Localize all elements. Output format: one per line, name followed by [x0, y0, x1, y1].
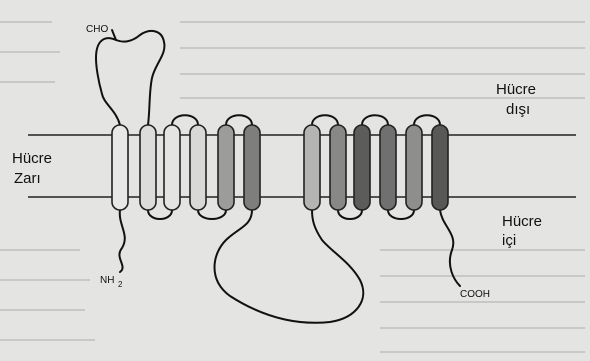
helix-7	[304, 125, 320, 210]
helix-8	[330, 125, 346, 210]
loop-9-10	[362, 115, 388, 125]
helix-1	[112, 125, 128, 210]
outside-label-line2: dışı	[506, 101, 530, 118]
inside-label-line1: Hücre	[502, 213, 542, 230]
helix-9	[354, 125, 370, 210]
n-terminal-tail	[119, 210, 124, 272]
helix-10	[380, 125, 396, 210]
loop-2-3	[148, 210, 172, 219]
membrane-label-line1: Hücre	[12, 150, 52, 167]
loop-4-5	[198, 210, 226, 219]
loop-7-8	[312, 115, 338, 125]
cho-label: CHO	[86, 24, 108, 35]
c-terminus-label: COOH	[460, 289, 490, 300]
inside-label-line2: içi	[502, 232, 516, 249]
helix-12	[432, 125, 448, 210]
helix-3	[164, 125, 180, 210]
membrane-label-line2: Zarı	[14, 170, 41, 187]
c-terminal-tail	[440, 210, 460, 286]
loop-8-9	[338, 210, 362, 219]
helix-6	[244, 125, 260, 210]
helix-4	[190, 125, 206, 210]
helix-5	[218, 125, 234, 210]
helix-2	[140, 125, 156, 210]
n-terminus-label: NH	[100, 275, 114, 286]
outside-label-line1: Hücre	[496, 81, 536, 98]
loop-11-12	[414, 115, 440, 125]
background-texture	[0, 22, 585, 352]
helix-11	[406, 125, 422, 210]
n-terminus-subscript: 2	[118, 280, 123, 289]
loop-5-6	[226, 115, 252, 125]
loop-10-11	[388, 210, 414, 219]
loop-3-4	[172, 115, 198, 125]
glycosylated-loop	[96, 31, 164, 125]
large-cytoplasmic-loop	[215, 210, 364, 323]
